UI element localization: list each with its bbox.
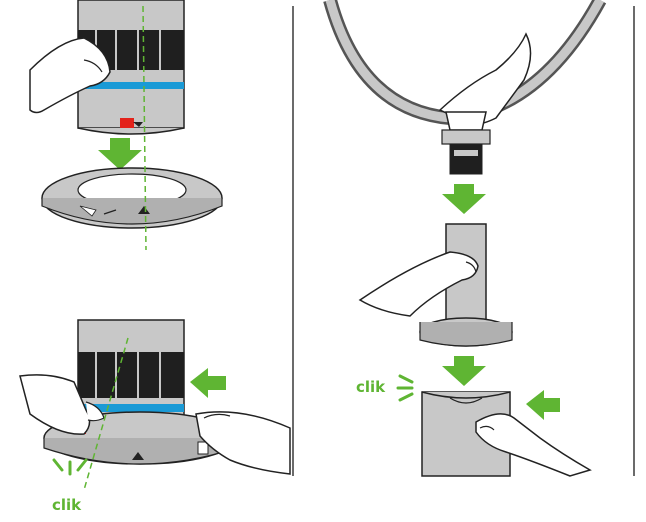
hand	[438, 32, 532, 126]
click-label: clik	[52, 496, 82, 514]
hand	[19, 374, 91, 435]
alignment-marker	[120, 118, 134, 128]
divider-left	[292, 6, 294, 476]
base-ring	[43, 411, 237, 465]
base-ring	[41, 167, 223, 229]
down-arrow-icon	[442, 184, 486, 214]
down-arrow-icon	[98, 138, 142, 170]
hand	[195, 411, 291, 475]
panel-top-left	[29, 0, 223, 250]
click-label: clik	[356, 378, 386, 396]
panel-bottom-left	[19, 319, 291, 491]
hand	[358, 251, 479, 317]
click-sound-icon	[396, 374, 414, 402]
alignment-axis	[142, 5, 147, 250]
down-arrow-icon	[442, 356, 486, 386]
click-sound-icon	[52, 458, 88, 476]
left-arrow-icon	[526, 390, 560, 420]
alignment-axis	[83, 337, 129, 491]
panel-right	[323, 0, 607, 477]
left-arrow-icon	[190, 368, 226, 398]
divider-right	[633, 6, 635, 476]
pedestal-tube	[419, 223, 513, 347]
hand	[475, 413, 592, 477]
loop-connector	[441, 111, 491, 175]
hand	[29, 37, 111, 114]
